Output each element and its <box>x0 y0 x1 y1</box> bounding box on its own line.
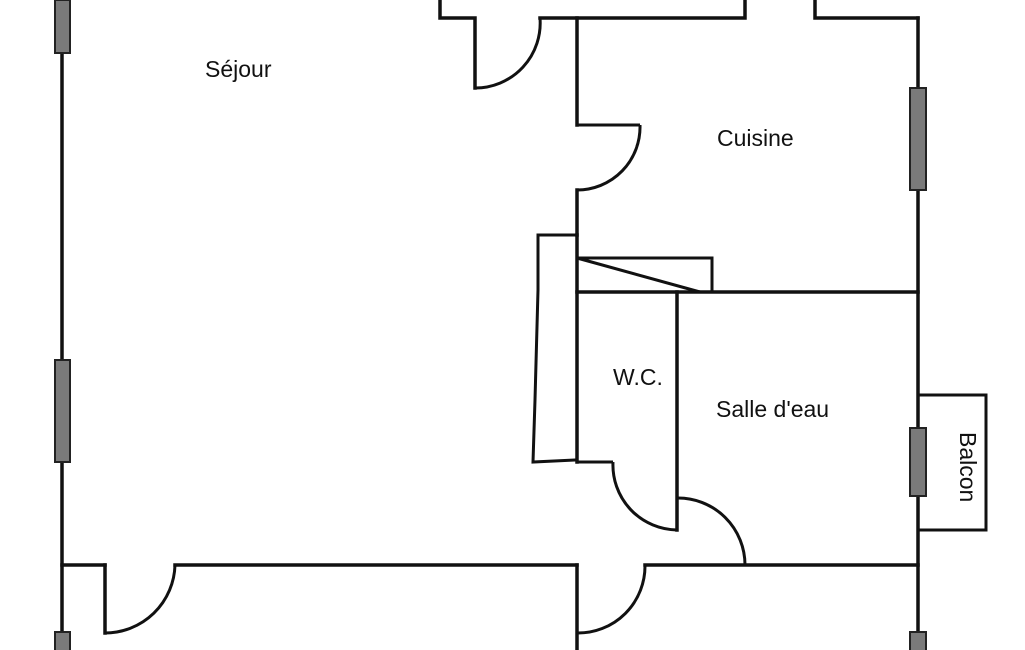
window-west-bottom <box>54 631 71 650</box>
sejour-door-arc <box>104 564 177 635</box>
room-label-sejour: Séjour <box>205 56 272 82</box>
bottom-walls <box>60 563 920 650</box>
wc-door-arc <box>611 461 678 532</box>
window-bathroom <box>909 427 927 497</box>
window-west-middle <box>54 359 71 463</box>
window-west-top <box>54 0 71 54</box>
room-label-cuisine: Cuisine <box>717 125 794 151</box>
bathroom-door-arc <box>676 496 747 566</box>
window-east-bottom <box>909 631 927 650</box>
shaft <box>531 233 579 464</box>
room-label-wc: W.C. <box>613 364 663 390</box>
hall-door-arc <box>576 564 647 635</box>
windows <box>54 0 927 650</box>
balcony <box>918 393 988 532</box>
kitchen-walls <box>575 16 642 237</box>
counter-block <box>576 256 714 294</box>
room-label-balcon: Balcon <box>955 432 981 502</box>
window-kitchen <box>909 87 927 191</box>
kitchen-door-arc <box>576 124 642 192</box>
entrance-door <box>474 17 542 90</box>
top-walls <box>438 0 920 90</box>
wc-walls <box>577 290 679 532</box>
bathroom-door <box>675 496 747 566</box>
room-label-salle-deau: Salle d'eau <box>716 396 829 422</box>
